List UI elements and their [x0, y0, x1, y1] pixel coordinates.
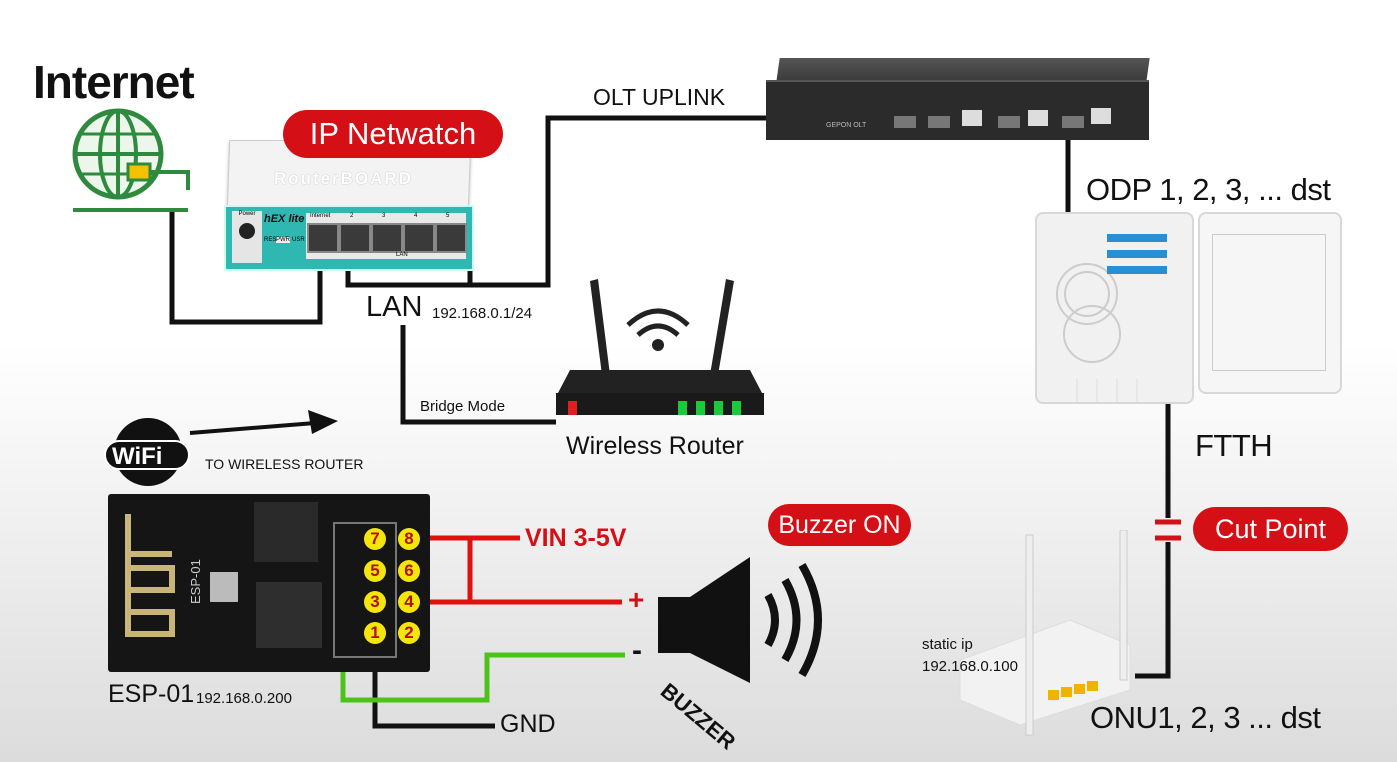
port-bank: Internet 2 3 4 5 LAN [306, 213, 467, 259]
sfp-port[interactable] [928, 116, 950, 128]
olt-device: GEPON OLT [766, 80, 1149, 140]
internet-wire [169, 210, 323, 325]
minus-label: - [632, 634, 642, 667]
sfp-port[interactable] [1062, 116, 1084, 128]
sfp-port[interactable] [998, 116, 1020, 128]
usr-label: USR [292, 237, 305, 243]
ip-netwatch-badge: IP Netwatch [283, 110, 503, 158]
port-label: 3 [382, 213, 386, 219]
pin-header [333, 522, 397, 658]
ftth-wire-lower [1135, 542, 1171, 679]
lan-port-label: LAN [396, 252, 408, 258]
esp01-board: ESP-01 7 8 5 6 3 4 1 2 [108, 494, 430, 672]
pin-4[interactable]: 4 [398, 591, 420, 613]
onu-device-icon [959, 530, 1131, 736]
olt-uplink-label: OLT UPLINK [593, 84, 726, 110]
pin-3[interactable]: 3 [364, 591, 386, 613]
router-brand: RouterBOARD [273, 169, 414, 188]
fiber-splitter-icon [1056, 234, 1167, 402]
lan-label: LAN [366, 291, 423, 323]
pin-8[interactable]: 8 [398, 528, 420, 550]
power-label: Power [238, 211, 256, 217]
olt-name: GEPON OLT [826, 122, 867, 129]
pin-2[interactable]: 2 [398, 622, 420, 644]
static-ip-label: static ip [922, 636, 973, 653]
port-label: 5 [446, 213, 450, 219]
router-hex: Power hEX lite RES PWR USR Internet 2 3 … [224, 205, 474, 271]
esp-label: ESP-01 [108, 680, 195, 708]
power-jack: Power [232, 211, 262, 263]
ethernet-port-5[interactable] [435, 223, 467, 253]
speaker-icon [658, 557, 822, 683]
odp-door-panel [1212, 234, 1326, 371]
to-wireless-router-label: TO WIRELESS ROUTER [205, 456, 364, 472]
odp-box [1035, 212, 1194, 404]
sfp-port[interactable] [894, 116, 916, 128]
cut-point-badge: Cut Point [1193, 507, 1348, 551]
globe-icon [72, 108, 190, 212]
ethernet-port-3[interactable] [371, 223, 403, 253]
res-label: RES [264, 237, 277, 243]
pin-6[interactable]: 6 [398, 560, 420, 582]
ftth-label: FTTH [1195, 428, 1273, 463]
port-label: 4 [414, 213, 418, 219]
pin-1[interactable]: 1 [364, 622, 386, 644]
lan-bracket-wire [345, 115, 770, 288]
olt-top [776, 58, 1150, 82]
pin-5[interactable]: 5 [364, 560, 386, 582]
internet-label: Internet [33, 56, 195, 108]
gnd-label: GND [500, 710, 556, 738]
console-port[interactable] [1091, 108, 1111, 124]
wireless-router-label: Wireless Router [566, 432, 744, 460]
odp-label: ODP 1, 2, 3, ... dst [1086, 172, 1331, 207]
ethernet-port-4[interactable] [403, 223, 435, 253]
wifi-logo: WiFi [104, 418, 192, 494]
antenna-trace-icon: ESP-01 [125, 502, 322, 648]
wifi-logo-text: WiFi [104, 440, 190, 470]
ethernet-port-2[interactable] [339, 223, 371, 253]
ethernet-port-1[interactable] [307, 223, 339, 253]
pwr-label: PWR [276, 237, 290, 243]
esp-ip: 192.168.0.200 [196, 690, 292, 707]
buzzer-on-badge: Buzzer ON [768, 504, 911, 546]
bridge-mode-label: Bridge Mode [420, 398, 506, 415]
arrow-icon [189, 410, 338, 435]
vin-label: VIN 3-5V [525, 524, 627, 552]
port-label: 2 [350, 213, 354, 219]
onu-ip: 192.168.0.100 [922, 658, 1018, 675]
odp-door [1198, 212, 1342, 394]
plus-label: + [628, 584, 645, 615]
router-model: hEX lite [264, 213, 305, 225]
onu-label: ONU1, 2, 3 ... dst [1090, 700, 1321, 735]
wireless-router-icon [556, 279, 764, 415]
uplink-port[interactable] [1028, 110, 1048, 126]
bridge-mode-wire [400, 325, 556, 425]
pin-7[interactable]: 7 [364, 528, 386, 550]
port-label: Internet [310, 213, 331, 219]
lan-subnet: 192.168.0.1/24 [432, 305, 533, 322]
svg-text:ESP-01: ESP-01 [188, 559, 203, 604]
uplink-port[interactable] [962, 110, 982, 126]
